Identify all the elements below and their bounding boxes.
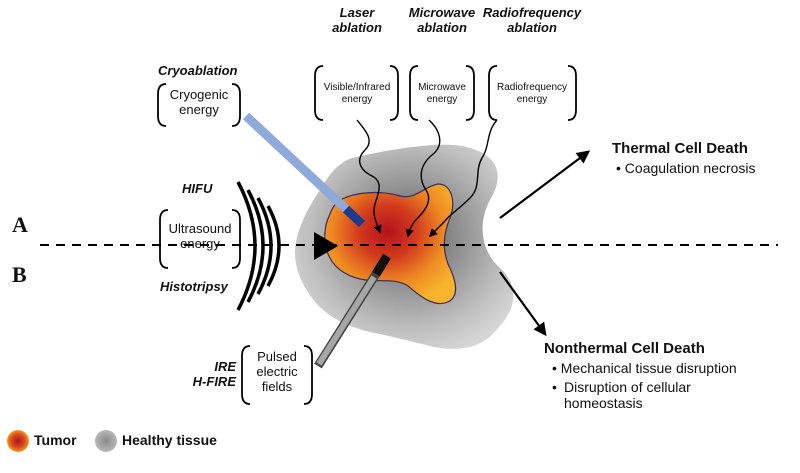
box-pulsed-electric-fields: Pulsed electric fields [256,349,298,394]
bracket-ultrasound [159,209,241,269]
cryo-probe [242,112,364,226]
label-ire-hfire: IRE H-FIRE [192,359,236,389]
nonthermal-cell-death-title: Nonthermal Cell Death [544,340,705,357]
label-radiofrequency-ablation: Radiofrequency ablation [482,5,582,35]
legend-healthy-label: Healthy tissue [122,432,217,448]
bracket-microwave [409,65,475,121]
box-ultrasound-energy: Ultrasound energy [168,221,232,251]
thermal-item-text: Coagulation necrosis [624,160,756,176]
label-histotripsy: Histotripsy [160,279,228,294]
nonthermal-item-text: Disruption of cellular homeostasis [564,379,691,412]
thermal-cell-death-title: Thermal Cell Death [612,140,748,157]
box-microwave-energy: Microwave energy [418,82,466,105]
ultrasound-waves [236,181,281,311]
bullet-glyph: • [552,379,557,395]
legend-tumor-label: Tumor [34,432,77,448]
label-cryoablation: Cryoablation [158,63,238,78]
radiofrequency-wave [428,119,498,238]
label-b: B [12,262,27,287]
label-a: A [12,212,28,237]
microwave-wave [405,119,441,238]
label-hifu: HIFU [182,181,213,196]
bracket-cryogenic [157,83,241,127]
nonthermal-item-2: • Disruption of cellular homeostasis [552,379,691,411]
legend-healthy-swatch [95,430,117,452]
bracket-laser [314,65,399,121]
box-cryogenic-energy: Cryogenic energy [169,87,229,117]
legend-tumor-swatch [7,430,29,452]
box-radiofrequency-energy: Radiofrequency energy [496,82,568,105]
cryo-probe-tip [342,205,366,228]
label-laser-ablation: Laser ablation [332,5,382,35]
nonthermal-arrow [499,271,547,337]
nonthermal-item-1: • Mechanical tissue disruption [552,360,737,376]
bracket-pulsed [241,345,313,405]
nonthermal-item-text: Mechanical tissue disruption [560,360,737,376]
laser-wave [356,119,382,234]
label-microwave-ablation: Microwave ablation [408,5,476,35]
bracket-radiofrequency [488,65,577,121]
ultrasound-triangle [314,232,338,260]
box-visible-infrared-energy: Visible/Infrared energy [323,82,391,105]
thermal-arrow [499,150,591,219]
thermal-item-1: • Coagulation necrosis [616,160,756,176]
